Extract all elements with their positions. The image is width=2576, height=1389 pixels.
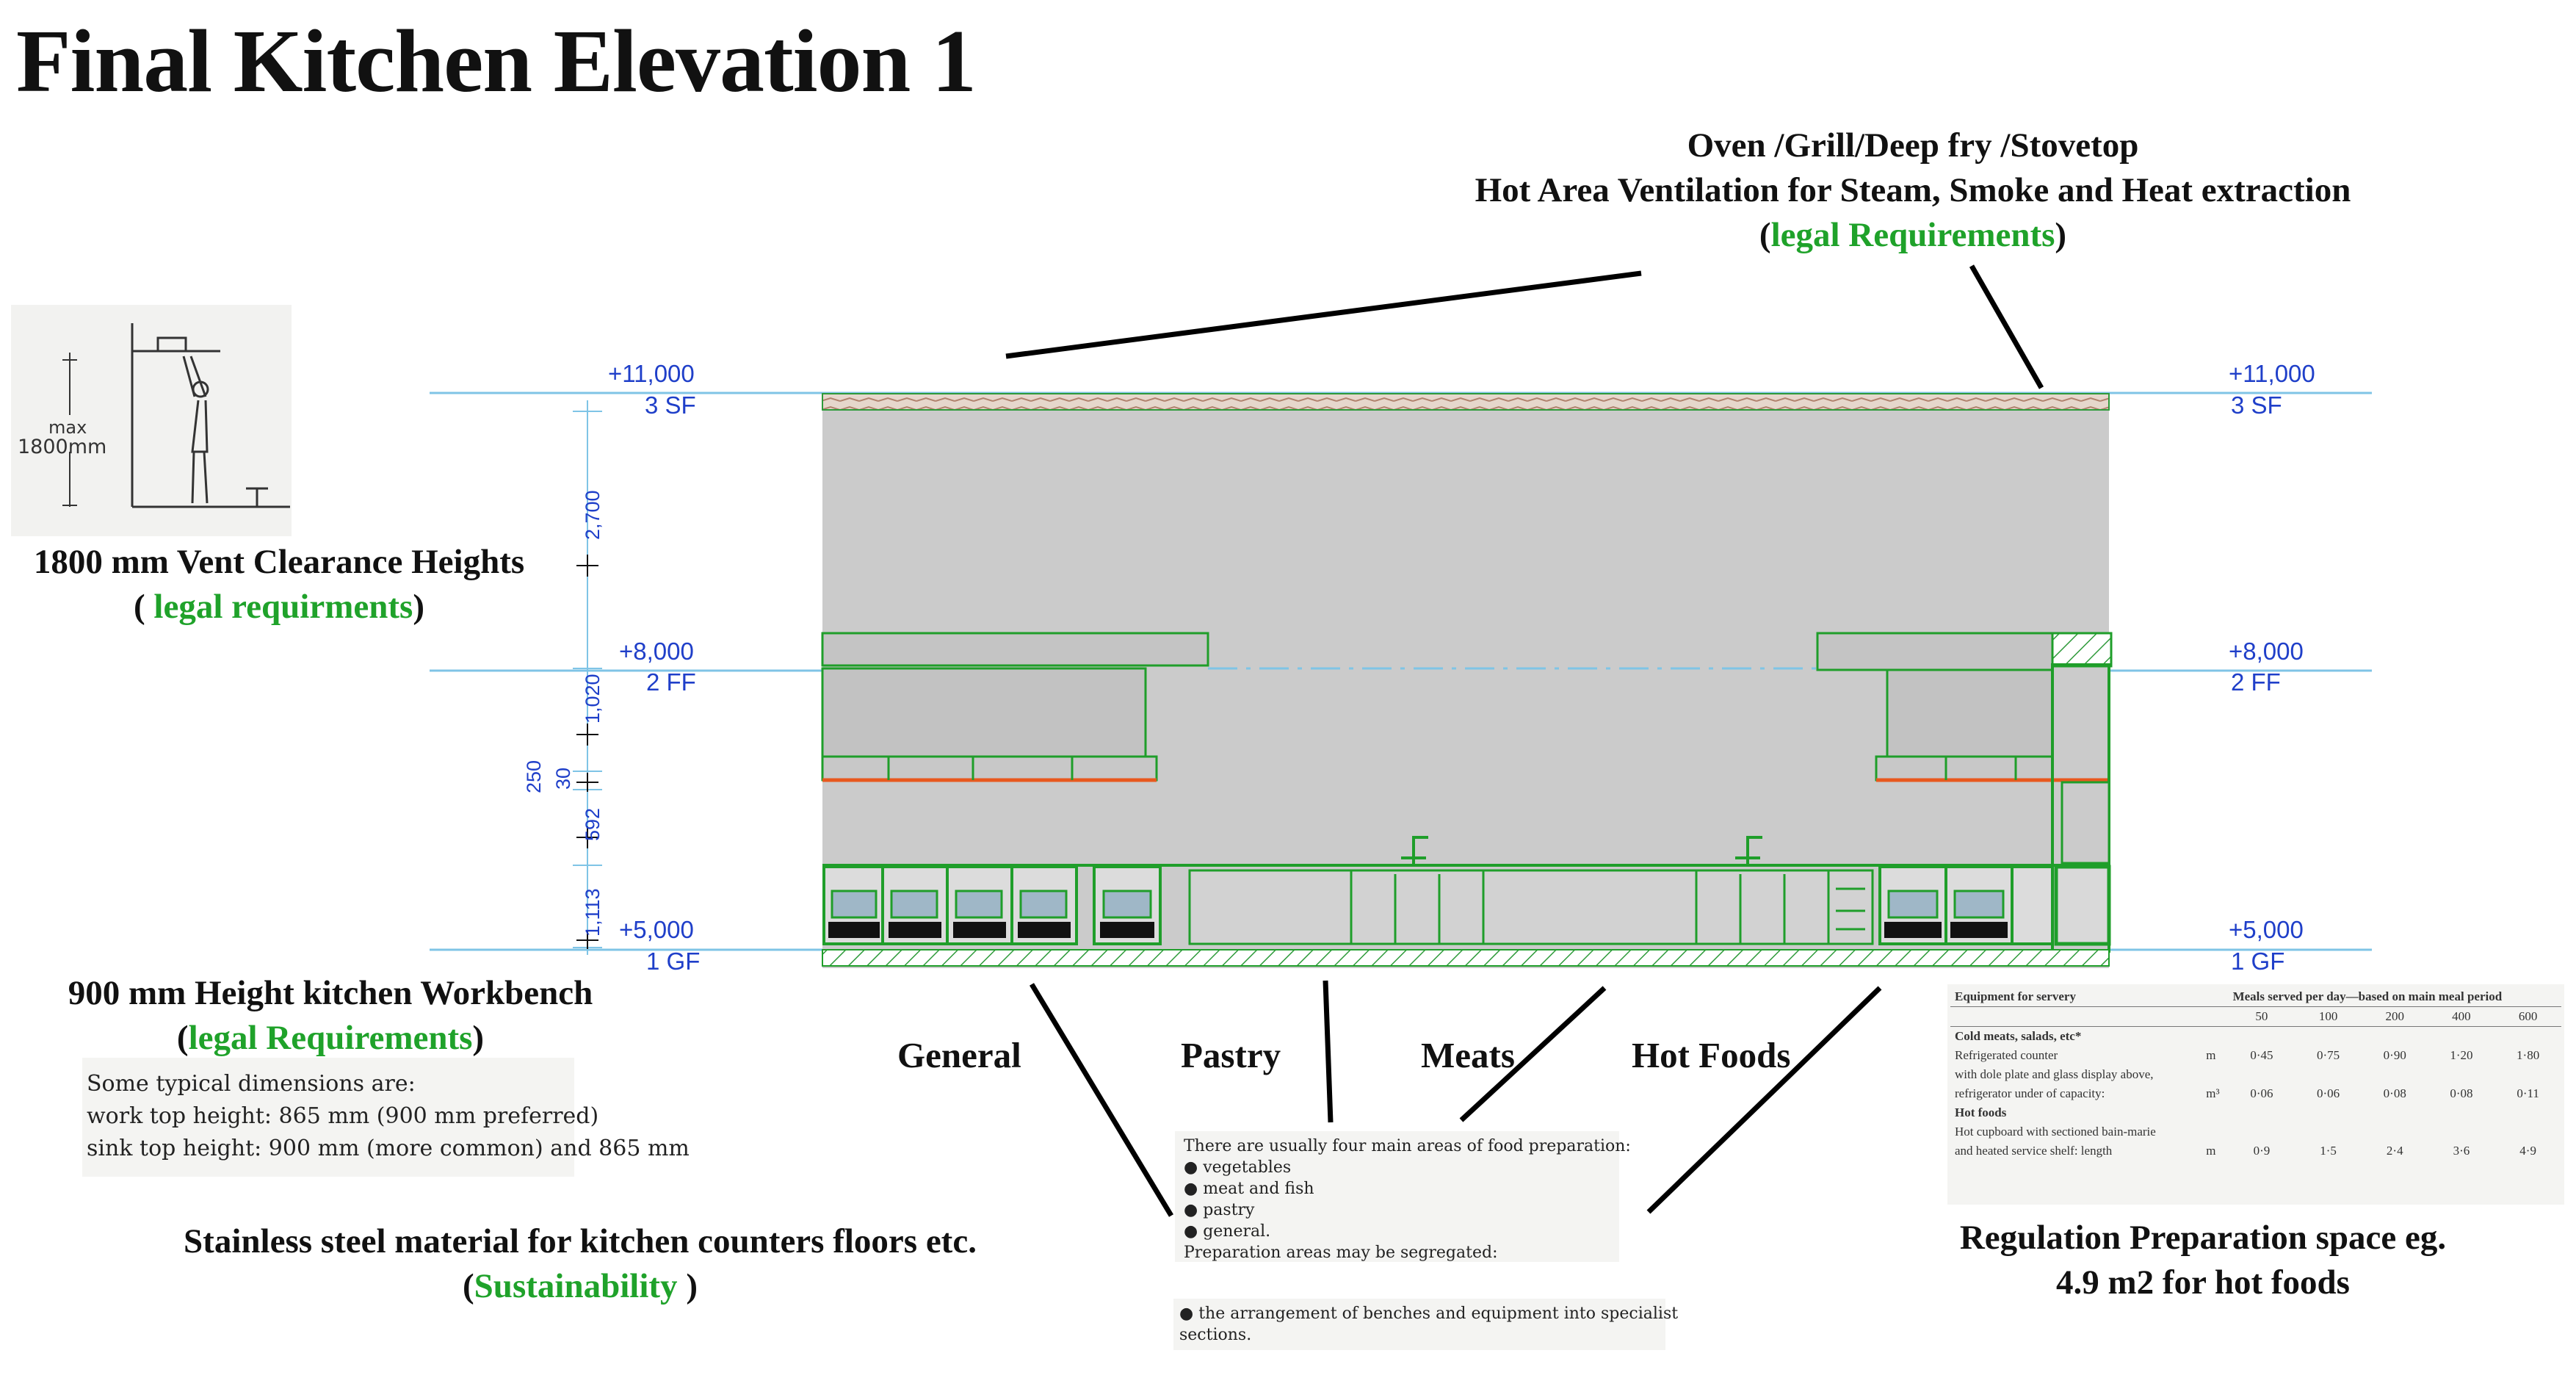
hood-left <box>821 632 1209 667</box>
level-name-left-2ff: 2 FF <box>646 668 696 696</box>
table-row: with dole plate and glass display above, <box>1955 1067 2154 1081</box>
table-row: Hot cupboard with sectioned bain-marie <box>1955 1125 2156 1139</box>
level-value-right-1gf: +5,000 <box>2229 916 2304 943</box>
oven-ventilation-note: Oven /Grill/Deep fry /Stovetop Hot Area … <box>1436 123 2390 258</box>
table-col-header: 400 <box>2452 1009 2471 1023</box>
floor-hatch <box>822 949 2110 967</box>
prep-item: ● general. <box>1184 1222 1271 1241</box>
table-col-header: 200 <box>2385 1009 2405 1023</box>
vent-note-requirement: ( legal requirments) <box>134 588 424 626</box>
wall-cabinet-left <box>821 667 1147 762</box>
area-label-general: General <box>897 1035 1021 1075</box>
level-name-right-2ff: 2 FF <box>2231 668 2281 696</box>
level-value-right-3sf: +11,000 <box>2229 360 2315 387</box>
vent-figure-mm-label: 1800mm <box>18 436 107 458</box>
workbench-note-requirement: (legal Requirements) <box>176 1019 485 1057</box>
steel-note-line1: Stainless steel material for kitchen cou… <box>184 1222 977 1260</box>
sink-taps <box>1401 836 1762 865</box>
table-col-header: 100 <box>2318 1009 2338 1023</box>
dimension-chain <box>573 400 602 955</box>
table-row: refrigerator under of capacity:m³ 0·06 0… <box>1955 1086 2539 1100</box>
table-col-header: 600 <box>2518 1009 2538 1023</box>
dimension-1020: 1,020 <box>582 674 604 724</box>
dimension-30: 30 <box>552 767 574 790</box>
roof-strip <box>822 393 2110 411</box>
workbench-height-note: 900 mm Height kitchen Workbench (legal R… <box>29 971 632 1061</box>
prep-item: ● meat and fish <box>1184 1180 1314 1198</box>
level-name-left-3sf: 3 SF <box>645 392 696 419</box>
workbench-note-line1: 900 mm Height kitchen Workbench <box>68 974 593 1012</box>
vent-note-line1: 1800 mm Vent Clearance Heights <box>33 543 525 581</box>
area-label-hot-foods: Hot Foods <box>1632 1035 1791 1075</box>
table-row: Cold meats, salads, etc* <box>1955 1029 2082 1043</box>
prep-bullet-continued: sections. <box>1179 1326 1252 1344</box>
typical-dimensions-line1: Some typical dimensions are: <box>87 1071 416 1097</box>
vent-clearance-figure <box>11 305 292 536</box>
prep-intro: There are usually four main areas of foo… <box>1184 1137 1631 1155</box>
page-title: Final Kitchen Elevation 1 <box>16 12 977 111</box>
table-row: Hot foods <box>1955 1105 2007 1119</box>
typical-dimensions-line3: sink top height: 900 mm (more common) an… <box>87 1136 690 1161</box>
dimension-250: 250 <box>523 760 545 793</box>
vent-figure-max-label: max <box>48 417 87 438</box>
regulation-note-line2: 4.9 m2 for hot foods <box>2056 1263 2350 1302</box>
level-value-left-3sf: +11,000 <box>608 360 695 387</box>
duct-hatch <box>2051 632 2113 668</box>
steel-note-requirement: (Sustainability ) <box>463 1267 698 1305</box>
dimension-592: 592 <box>582 807 604 841</box>
typical-dimensions-scan: Some typical dimensions are: work top he… <box>82 1058 690 1177</box>
regulation-note-line1: Regulation Preparation space eg. <box>1959 1219 2447 1257</box>
shelf-left <box>821 755 1158 782</box>
level-value-left-1gf: +5,000 <box>619 916 694 943</box>
hood-right <box>1816 632 2054 671</box>
prep-bullet: ● the arrangement of benches and equipme… <box>1179 1305 1679 1323</box>
prep-item: ● pastry <box>1184 1201 1255 1219</box>
shelf-right <box>1875 755 2054 782</box>
wall-cabinet-right <box>1886 668 2054 760</box>
dimension-1113: 1,113 <box>582 888 604 937</box>
regulation-space-note: Regulation Preparation space eg. 4.9 m2 … <box>1909 1216 2497 1305</box>
level-name-right-3sf: 3 SF <box>2231 392 2282 419</box>
equipment-table-group-header: Meals served per day—based on main meal … <box>2232 989 2503 1003</box>
prep-segregation-scan: ● the arrangement of benches and equipme… <box>1173 1299 1679 1350</box>
oven-note-requirement: (legal Requirements) <box>1759 216 2067 254</box>
level-name-right-1gf: 1 GF <box>2231 948 2285 975</box>
stainless-steel-note: Stainless steel material for kitchen cou… <box>132 1219 1028 1309</box>
oven-note-line2: Hot Area Ventilation for Steam, Smoke an… <box>1475 171 2351 209</box>
level-value-right-2ff: +8,000 <box>2229 638 2304 665</box>
preparation-areas-scan: There are usually four main areas of foo… <box>1175 1131 1631 1262</box>
dimension-2700: 2,700 <box>582 490 604 540</box>
area-label-meats: Meats <box>1421 1035 1515 1075</box>
area-label-pastry: Pastry <box>1181 1035 1281 1075</box>
equipment-table: Equipment for servery Meals served per d… <box>1950 987 2561 1161</box>
level-value-left-2ff: +8,000 <box>619 638 694 665</box>
equipment-table-scan: Equipment for servery Meals served per d… <box>1947 984 2564 1205</box>
vent-clearance-note: 1800 mm Vent Clearance Heights ( legal r… <box>7 540 551 629</box>
table-col-header: 50 <box>2255 1009 2268 1023</box>
prep-outro: Preparation areas may be segregated: <box>1184 1244 1498 1262</box>
prep-item: ● vegetables <box>1184 1158 1292 1177</box>
dimension-ticks <box>576 555 598 949</box>
typical-dimensions-line2: work top height: 865 mm (900 mm preferre… <box>87 1103 599 1129</box>
equipment-table-title: Equipment for servery <box>1955 989 2076 1003</box>
level-name-left-1gf: 1 GF <box>646 948 701 975</box>
leader-lines <box>1005 264 2044 1217</box>
base-cabinets <box>1188 869 1874 945</box>
oven-note-line1: Oven /Grill/Deep fry /Stovetop <box>1687 126 2139 165</box>
